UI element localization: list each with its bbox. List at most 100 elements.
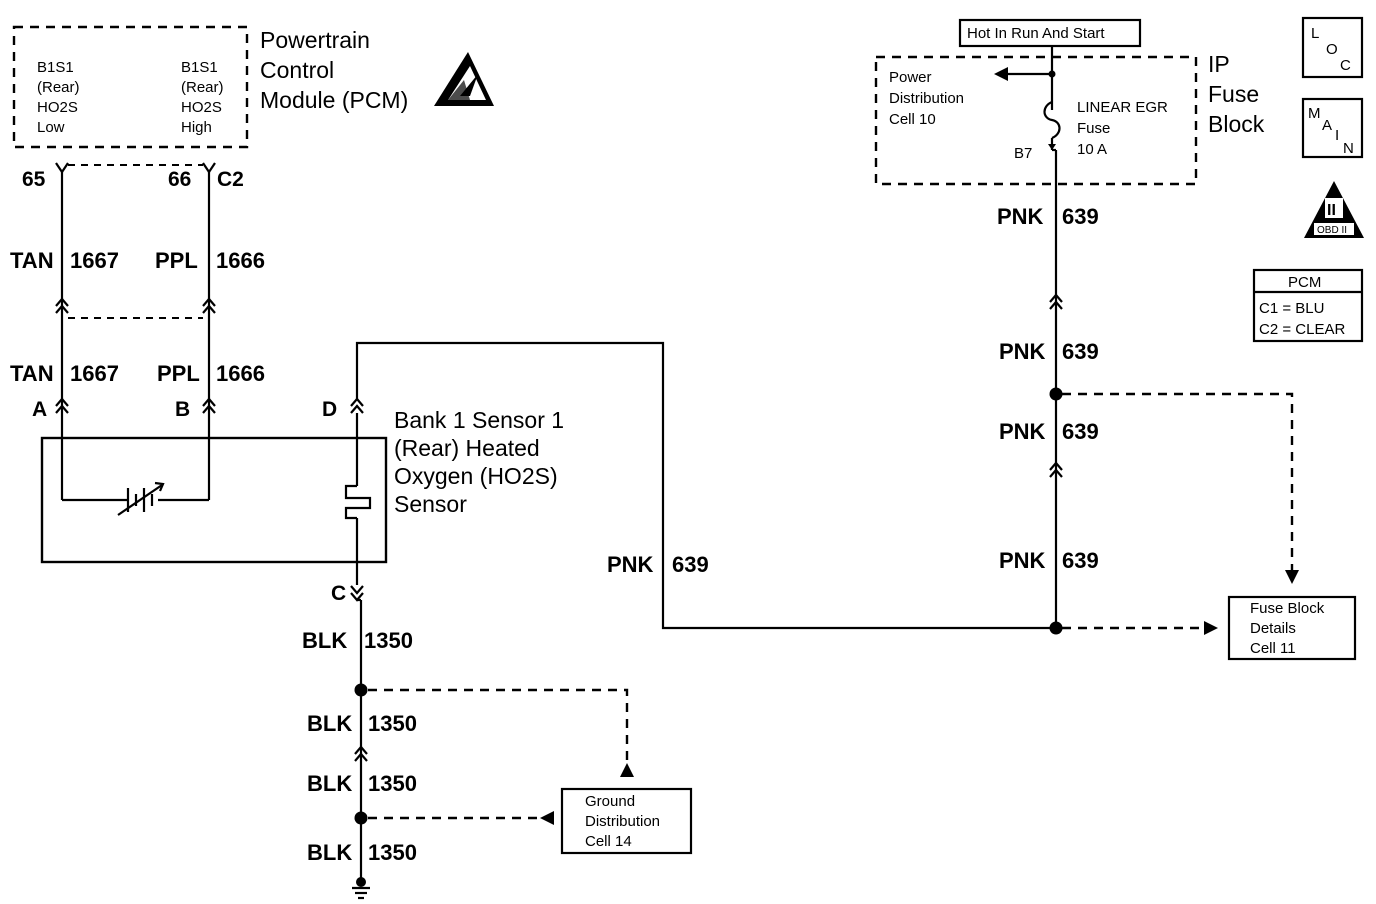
blk-circuit-3: 1350	[368, 771, 417, 796]
svg-text:C: C	[1340, 57, 1351, 74]
pcm-connector-c2: C2	[217, 168, 244, 191]
svg-text:B1S1: B1S1	[37, 59, 74, 76]
pnk-wire-sensor	[355, 341, 1056, 630]
svg-text:Block: Block	[1208, 111, 1265, 137]
svg-text:Fuse: Fuse	[1077, 120, 1110, 137]
ip-fuse-block-title: IP Fuse Block	[1208, 51, 1265, 137]
fuse-ref-line-upper	[1062, 392, 1294, 572]
blk-circuit-2: 1350	[368, 711, 417, 736]
pnk-label-1: PNK	[997, 204, 1044, 229]
blk-inline-connector	[354, 745, 368, 762]
svg-text:Fuse: Fuse	[1208, 81, 1259, 107]
tan-circuit-upper: 1667	[70, 248, 119, 273]
hot-in-run-label: Hot In Run And Start	[967, 25, 1105, 42]
svg-text:Fuse Block: Fuse Block	[1250, 600, 1325, 617]
pnk-circuit-left: 639	[672, 552, 709, 577]
svg-text:OBD II: OBD II	[1317, 225, 1347, 236]
sensor-pin-c: C	[331, 582, 346, 605]
svg-text:PCM: PCM	[1288, 274, 1321, 291]
svg-text:Cell 11: Cell 11	[1250, 640, 1296, 657]
svg-text:Ground: Ground	[585, 793, 635, 810]
pcm-pin-66: 66	[168, 168, 191, 191]
main-symbol-icon: M A I N	[1301, 97, 1364, 159]
blk-label-2: BLK	[307, 711, 352, 736]
ppl-circuit-lower: 1666	[216, 361, 265, 386]
svg-text:L: L	[1311, 25, 1319, 42]
pnk-label-3: PNK	[999, 419, 1046, 444]
sensor-terminal-c	[350, 585, 364, 602]
svg-text:Details: Details	[1250, 620, 1296, 637]
svg-text:High: High	[181, 119, 212, 136]
splice-pnk-lower	[1049, 621, 1063, 635]
heater-element-icon	[344, 413, 372, 585]
fuse-icon	[1043, 100, 1061, 140]
svg-text:HO2S: HO2S	[181, 99, 222, 116]
pnk-inline-connector-upper	[1049, 293, 1063, 310]
arrow-left-icon	[540, 811, 554, 825]
svg-text:Powertrain: Powertrain	[260, 27, 370, 53]
svg-text:Power: Power	[889, 69, 932, 86]
pnk-label-4: PNK	[999, 548, 1046, 573]
splice-blk-lower	[354, 811, 368, 825]
svg-text:IP: IP	[1208, 51, 1230, 77]
blk-circuit-4: 1350	[368, 840, 417, 865]
pcm-connector-table: PCM C1 = BLU C2 = CLEAR	[1252, 268, 1364, 343]
svg-text:Module (PCM): Module (PCM)	[260, 87, 408, 113]
svg-text:HO2S: HO2S	[37, 99, 78, 116]
svg-text:N: N	[1343, 140, 1354, 157]
tan-circuit-lower: 1667	[70, 361, 119, 386]
inline-connector-upper	[55, 297, 216, 319]
svg-text:M: M	[1308, 105, 1321, 122]
svg-text:C1 = BLU: C1 = BLU	[1259, 300, 1324, 317]
splice-pnk-upper	[1049, 387, 1063, 401]
pcm-pin-65: 65	[22, 168, 46, 191]
ground-icon	[352, 877, 370, 900]
svg-text:(Rear): (Rear)	[181, 79, 224, 96]
pnk-label-left: PNK	[607, 552, 654, 577]
sensor-pin-a: A	[32, 398, 47, 421]
arrow-right-icon	[1204, 621, 1218, 635]
splice-blk-upper	[354, 683, 368, 697]
blk-label-4: BLK	[307, 840, 352, 865]
svg-text:Cell 10: Cell 10	[889, 111, 936, 128]
svg-text:Distribution: Distribution	[585, 813, 660, 830]
svg-text:O: O	[1326, 41, 1338, 58]
ground-distribution-box	[560, 787, 693, 855]
arrow-up-icon	[620, 763, 634, 777]
fuse-pin-b7: B7	[1014, 145, 1032, 162]
svg-text:Low: Low	[37, 119, 65, 136]
svg-text:LINEAR EGR: LINEAR EGR	[1077, 99, 1168, 116]
fuse-block-details-box	[1227, 595, 1357, 661]
pcm-terminal-65	[55, 162, 69, 174]
svg-text:Control: Control	[260, 57, 334, 83]
svg-text:(Rear) Heated: (Rear) Heated	[394, 435, 540, 461]
sensor-title: Bank 1 Sensor 1 (Rear) Heated Oxygen (HO…	[394, 407, 564, 517]
svg-text:(Rear): (Rear)	[37, 79, 80, 96]
pcm-box	[12, 25, 249, 149]
svg-text:Oxygen (HO2S): Oxygen (HO2S)	[394, 463, 558, 489]
ground-distribution-label: Ground Distribution Cell 14	[585, 793, 660, 850]
pnk-inline-connector-lower	[1049, 461, 1063, 478]
loc-symbol-icon: L O C	[1301, 16, 1364, 79]
linear-egr-fuse-label: LINEAR EGR Fuse 10 A	[1077, 99, 1168, 158]
hot-in-run-box	[958, 18, 1142, 48]
pnk-circuit-4: 639	[1062, 548, 1099, 573]
svg-text:10 A: 10 A	[1077, 141, 1107, 158]
svg-text:I: I	[1335, 127, 1339, 144]
sensor-box	[40, 436, 388, 564]
pcm-title: Powertrain Control Module (PCM)	[260, 27, 408, 113]
ground-ref-line-upper	[368, 688, 629, 766]
tan-label-upper: TAN	[10, 248, 54, 273]
power-distribution-label: Power Distribution Cell 10	[889, 69, 964, 128]
pcm-terminal-66	[202, 162, 216, 174]
svg-text:A: A	[1322, 117, 1332, 134]
esd-warning-icon	[434, 52, 494, 106]
sensor-pin-b: B	[175, 398, 190, 421]
svg-text:C2 = CLEAR: C2 = CLEAR	[1259, 321, 1345, 338]
pnk-circuit-3: 639	[1062, 419, 1099, 444]
pnk-circuit-2: 639	[1062, 339, 1099, 364]
ppl-circuit-upper: 1666	[216, 248, 265, 273]
ppl-label-lower: PPL	[157, 361, 200, 386]
svg-text:Bank 1 Sensor 1: Bank 1 Sensor 1	[394, 407, 564, 433]
